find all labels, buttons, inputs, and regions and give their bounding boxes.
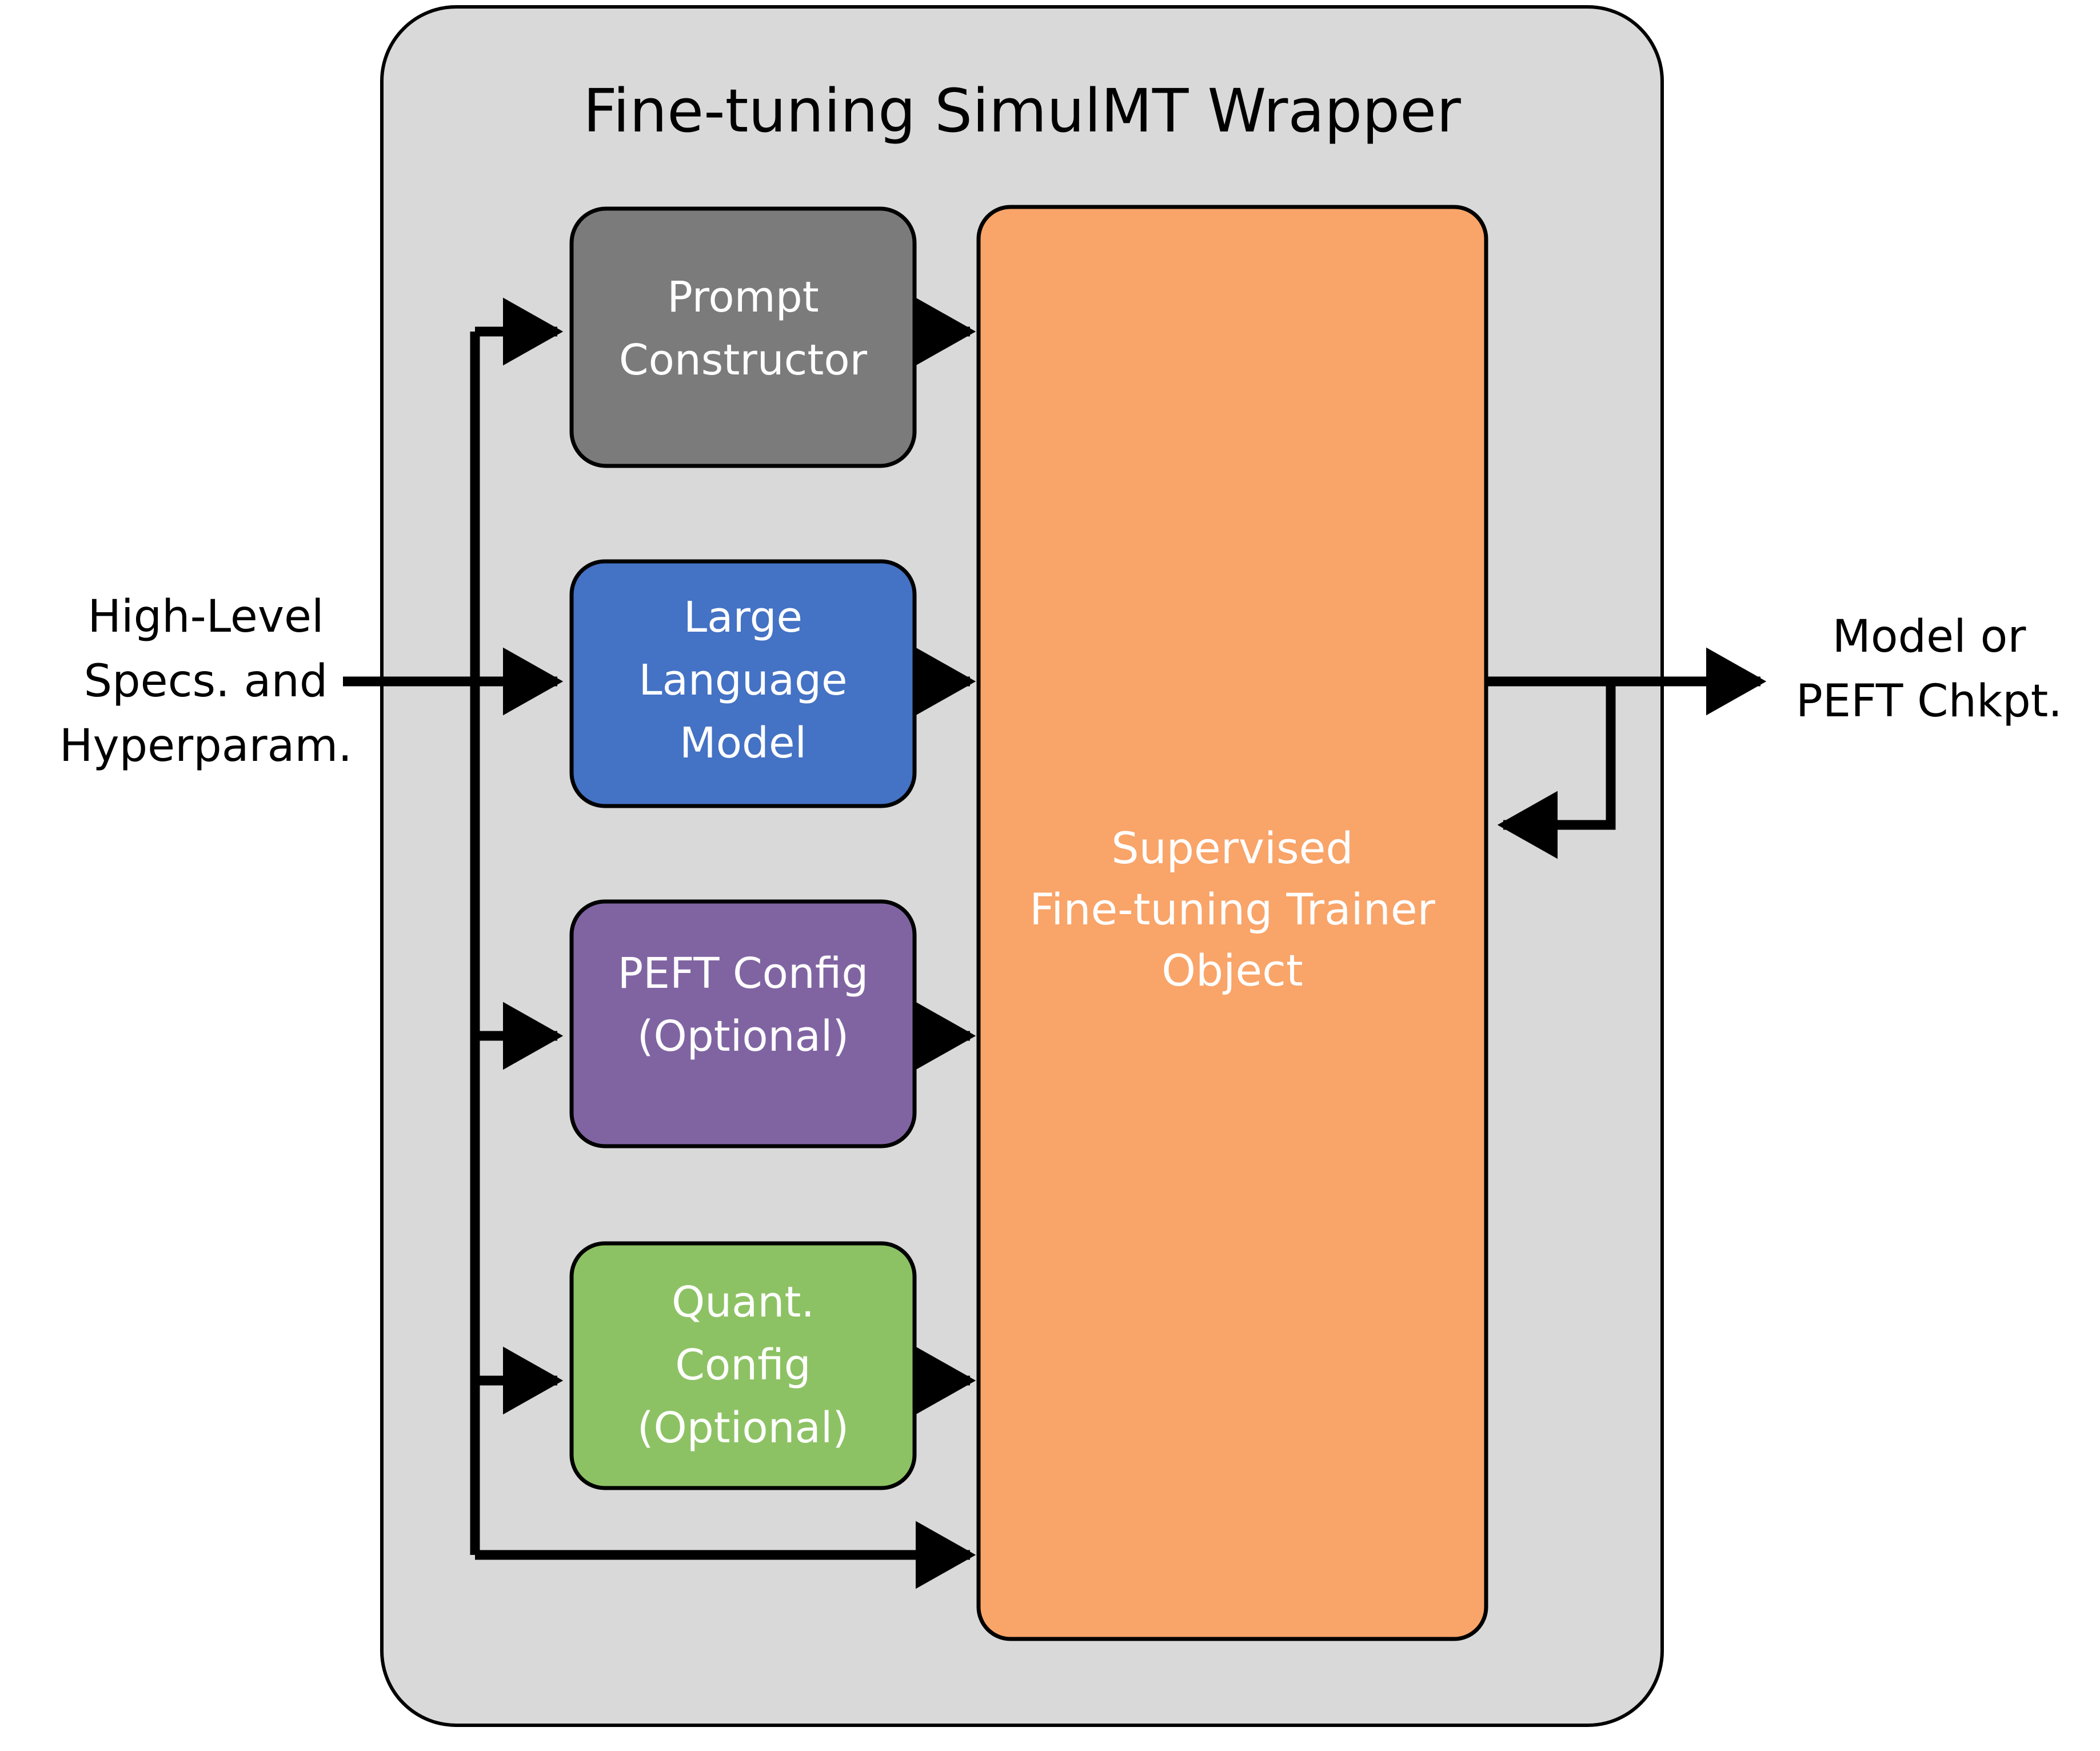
external-labels-group: High-Level Specs. and Hyperparam. Model … — [59, 591, 2062, 772]
sft-trainer-label-line-1: Supervised — [1111, 823, 1353, 873]
prompt-constructor-label-line-1: Prompt — [667, 273, 819, 322]
blocks-group: Supervised Fine-tuning Trainer Object Pr… — [569, 205, 1488, 1641]
large-language-model-label-line-3: Model — [680, 719, 807, 768]
output-label-line-1: Model or — [1832, 611, 2027, 663]
quant-config-label-line-1: Quant. — [672, 1278, 815, 1327]
input-label-line-2: Specs. and — [84, 656, 328, 707]
prompt-constructor-box[interactable] — [569, 206, 917, 468]
arrow-feedback-to-trainer — [1497, 681, 1616, 859]
peft-config-label-line-2: (Optional) — [637, 1012, 849, 1061]
sft-trainer-box[interactable] — [976, 205, 1488, 1641]
output-label-line-2: PEFT Chkpt. — [1796, 676, 2062, 727]
input-label-line-3: Hyperparam. — [59, 720, 352, 772]
peft-config-label-line-1: PEFT Config — [618, 949, 869, 998]
quant-config-label-line-3: (Optional) — [637, 1403, 849, 1453]
peft-config-box[interactable] — [569, 899, 917, 1148]
large-language-model-label-line-2: Language — [638, 656, 847, 705]
panel-title: Fine-tuning SimulMT Wrapper — [583, 76, 1461, 146]
connector-group — [343, 297, 1767, 1589]
input-label-line-1: High-Level — [87, 591, 324, 643]
quant-config-box[interactable] — [569, 1241, 917, 1490]
large-language-model-box[interactable] — [569, 559, 917, 808]
sft-trainer-label-line-2: Fine-tuning Trainer — [1029, 884, 1436, 935]
large-language-model-label-line-1: Large — [684, 593, 803, 642]
prompt-constructor-label-line-2: Constructor — [619, 336, 868, 385]
quant-config-label-line-2: Config — [675, 1341, 811, 1390]
sft-trainer-label-line-3: Object — [1161, 945, 1303, 996]
